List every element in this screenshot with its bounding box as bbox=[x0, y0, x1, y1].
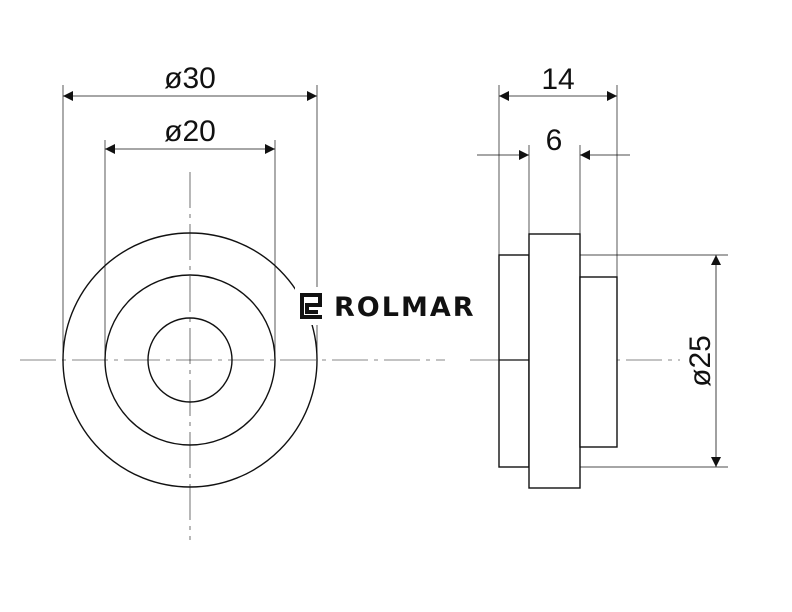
bore-circle bbox=[147, 317, 233, 403]
label-flange-width: 6 bbox=[546, 124, 563, 157]
side-flange bbox=[528, 233, 581, 489]
label-total-width: 14 bbox=[541, 63, 574, 96]
side-view bbox=[470, 85, 728, 489]
brand-name: ROLMAR bbox=[334, 292, 476, 323]
logo-background bbox=[295, 287, 495, 325]
side-left-hub bbox=[498, 254, 530, 468]
brand-logo: ROLMAR bbox=[295, 287, 495, 325]
rolmar-logo-icon bbox=[300, 293, 322, 319]
label-side-diameter: ø25 bbox=[684, 335, 717, 387]
label-outer-diameter: ø30 bbox=[164, 62, 216, 95]
label-inner-diameter: ø20 bbox=[164, 115, 216, 148]
side-right-hub bbox=[579, 276, 618, 448]
front-view bbox=[20, 85, 445, 540]
